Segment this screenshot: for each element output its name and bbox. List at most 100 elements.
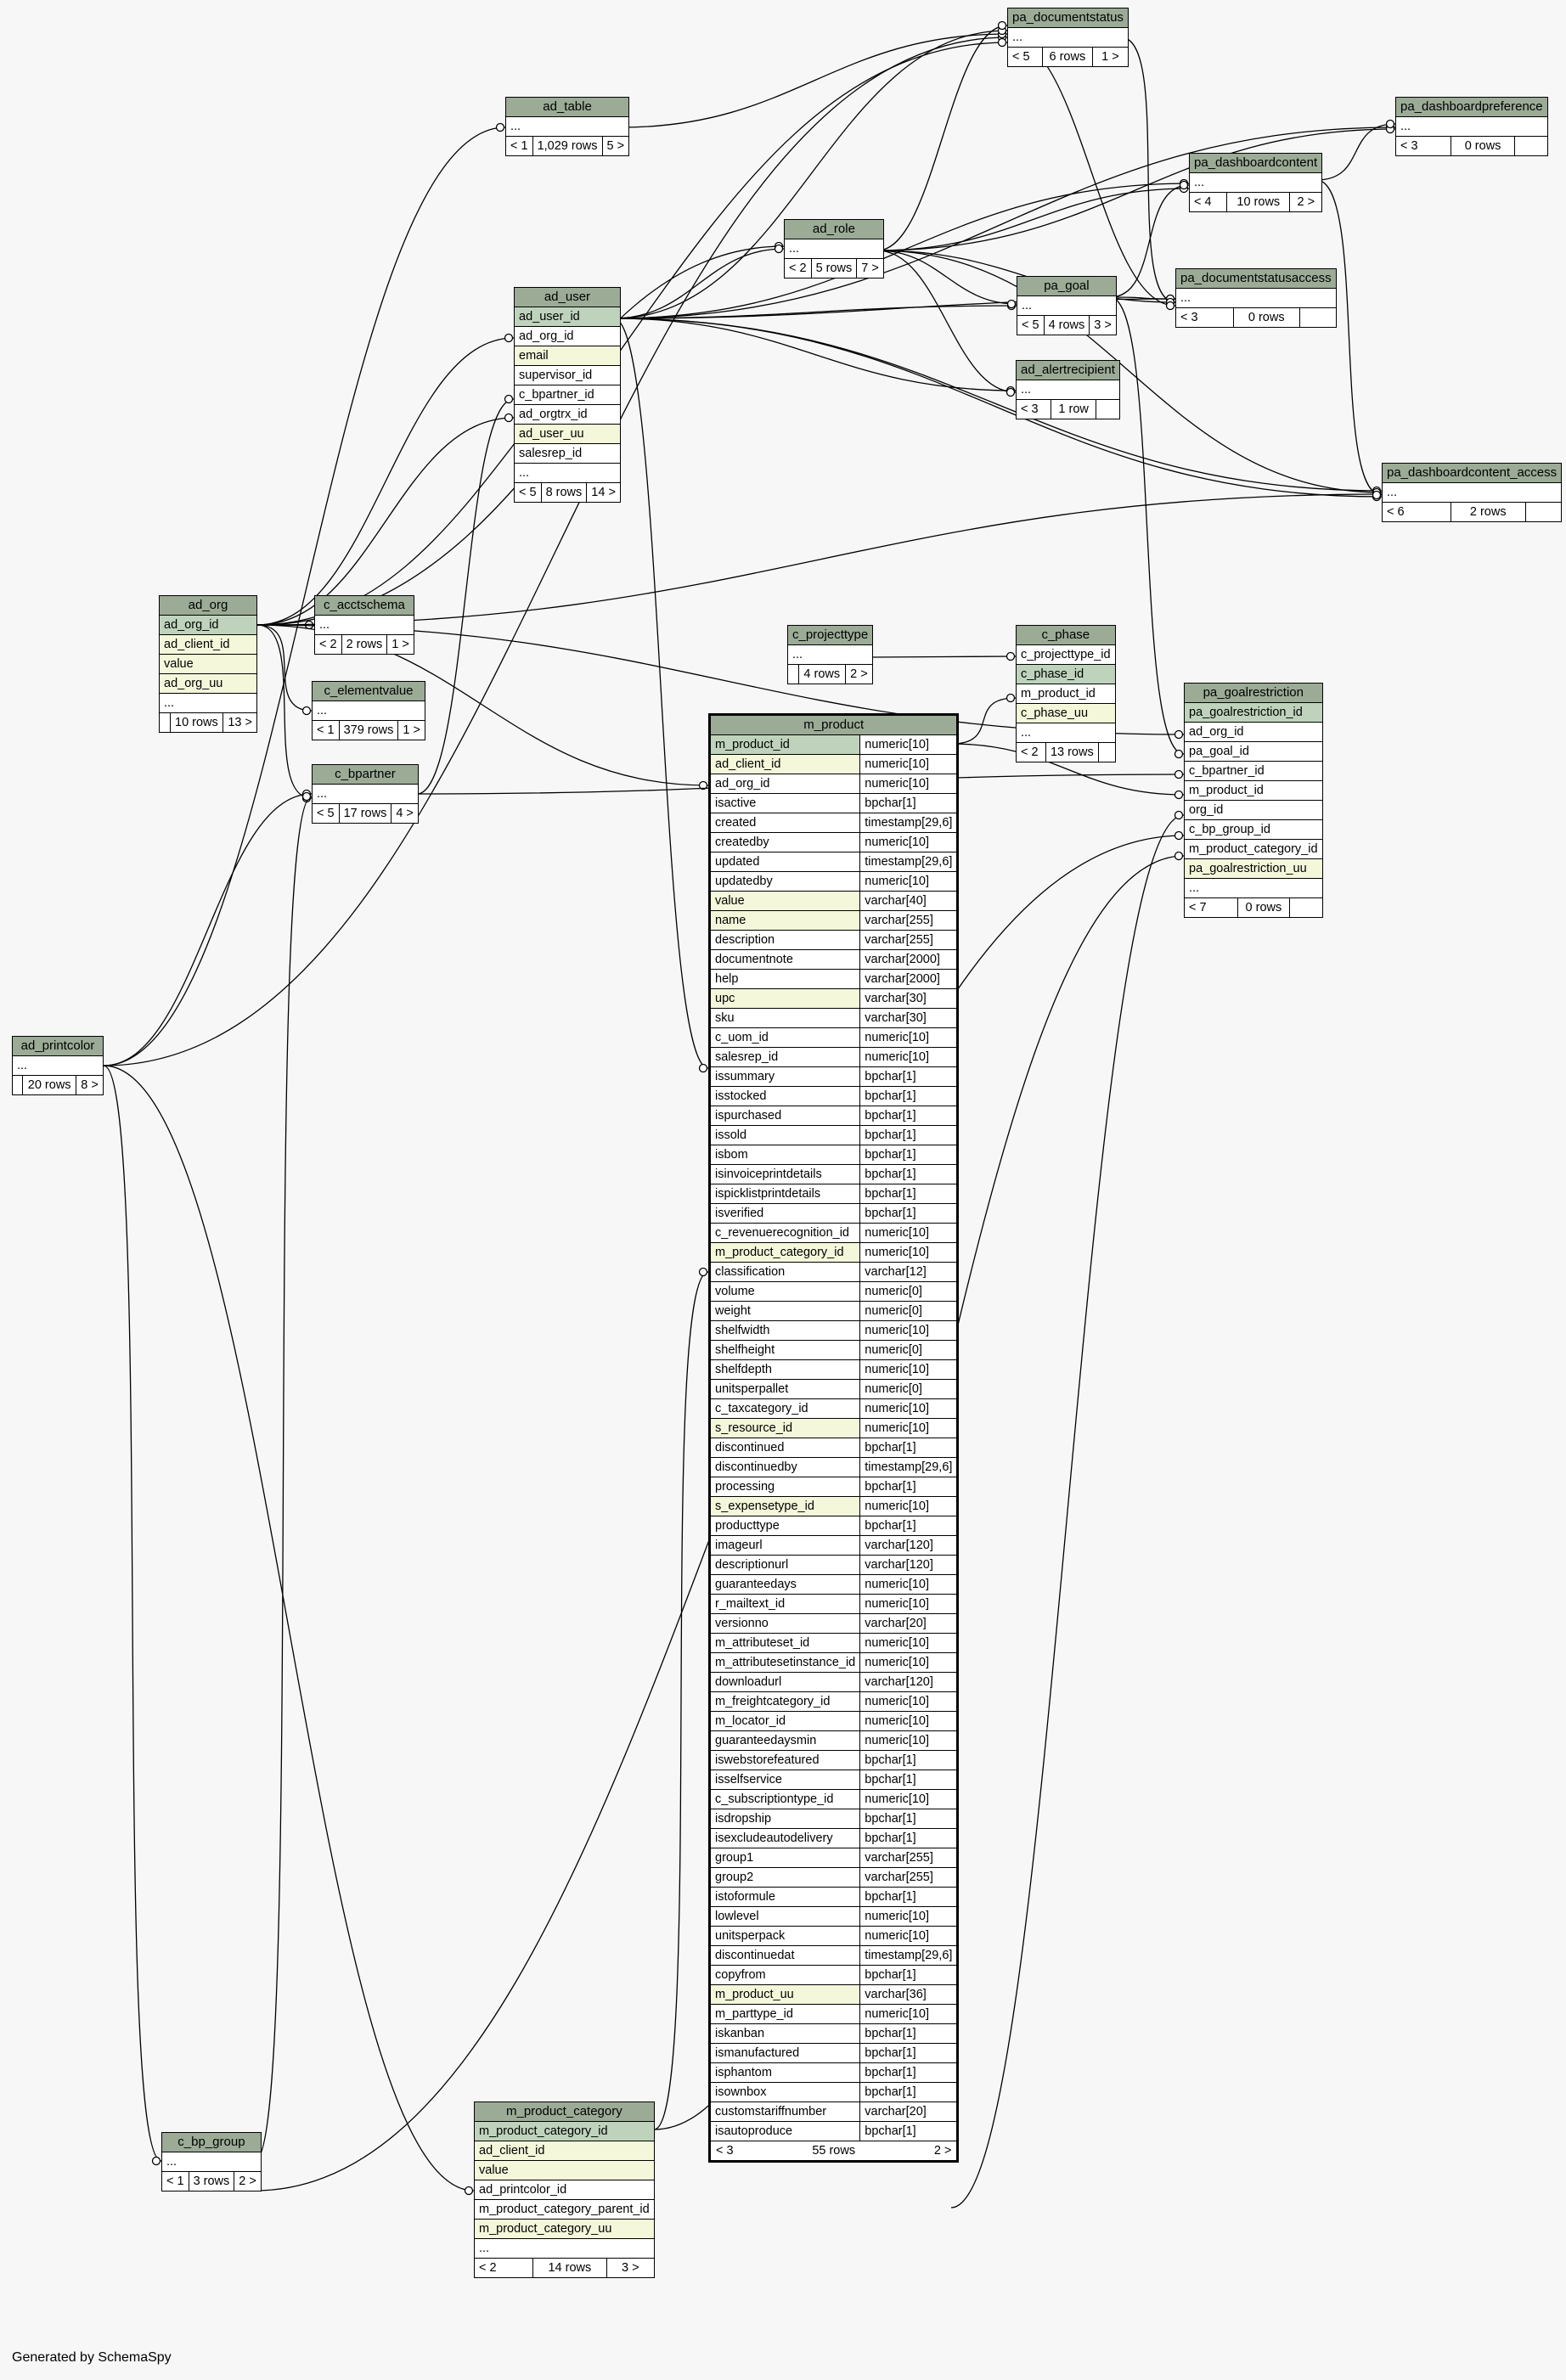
relationship-end [1174, 851, 1184, 861]
parents-count: < 1 [312, 720, 340, 740]
table-title[interactable]: m_product [708, 714, 959, 735]
column-name: isactive [708, 793, 861, 813]
table-title[interactable]: ad_org [159, 595, 257, 616]
table-title[interactable]: ad_table [504, 97, 630, 117]
column-name: m_parttype_id [708, 2004, 861, 2024]
column-name: istoformule [708, 1887, 861, 1907]
column-name: isphantom [708, 2062, 861, 2083]
relationship-line [1315, 123, 1396, 181]
column-type: bpchar[1] [859, 1106, 959, 1126]
children-count: 2 > [933, 2144, 952, 2158]
column-row: ... [161, 2152, 262, 2172]
row-count: 55 rows [812, 2144, 856, 2158]
relationship-line [256, 42, 1008, 626]
relationship-line [876, 250, 1017, 305]
table-title[interactable]: m_product_category [474, 2101, 655, 2122]
column-type: varchar[20] [859, 2101, 959, 2122]
parents-count: < 1 [161, 2171, 189, 2192]
relationship-line [256, 493, 1383, 626]
children-count [1289, 897, 1323, 918]
table-title[interactable]: pa_goal [1017, 276, 1117, 296]
table-title[interactable]: c_bpartner [312, 764, 419, 785]
column-row: m_product_category_id [474, 2121, 655, 2141]
table-title[interactable]: pa_dashboardpreference [1395, 97, 1548, 117]
relationship-line [613, 318, 709, 1069]
column-type: numeric[0] [859, 1379, 959, 1399]
table-title[interactable]: ad_alertrecipient [1016, 360, 1120, 380]
column-name: created [708, 813, 861, 833]
column-row: value [474, 2160, 655, 2180]
relationship-line [256, 417, 515, 626]
column-row: c_bpartner_id [514, 385, 621, 405]
column-name: isverified [708, 1203, 861, 1224]
children-count: 5 > [601, 136, 630, 156]
relationship-end [1006, 693, 1016, 703]
column-name: volume [708, 1281, 861, 1302]
table-title[interactable]: c_projecttype [786, 625, 874, 645]
column-row: ... [504, 116, 630, 137]
children-count: 1 > [1091, 47, 1129, 67]
column-name: m_attributesetinstance_id [708, 1652, 861, 1673]
relationship-end [997, 37, 1007, 48]
table-title[interactable]: pa_documentstatusaccess [1175, 268, 1337, 289]
table-title[interactable]: c_phase [1016, 625, 1116, 645]
column-name: customstariffnumber [708, 2101, 861, 2122]
relationship-end [151, 2156, 161, 2166]
column-row: ... [1188, 172, 1323, 193]
children-count: 13 > [223, 712, 257, 733]
column-row: c_bpartner_id [1184, 761, 1323, 781]
table-title[interactable]: ad_user [514, 287, 621, 307]
column-row: email [514, 346, 621, 366]
column-name: upc [708, 988, 861, 1009]
children-count: 2 > [1289, 192, 1323, 212]
table-title[interactable]: pa_dashboardcontent_access [1381, 463, 1563, 483]
column-type: bpchar[1] [859, 1809, 959, 1829]
generated-by-footer: Generated by SchemaSpy [12, 2350, 172, 2365]
table-title[interactable]: pa_goalrestriction [1184, 683, 1323, 703]
row-count: 2 rows [1450, 502, 1526, 522]
table-title[interactable]: pa_dashboardcontent [1188, 153, 1323, 173]
row-count: 5 rows [810, 258, 858, 279]
table-title[interactable]: c_bp_group [161, 2132, 262, 2152]
column-row: supervisor_id [514, 365, 621, 385]
column-name: iskanban [708, 2023, 861, 2044]
column-type: bpchar[1] [859, 2043, 959, 2063]
table-title[interactable]: ad_role [784, 219, 884, 239]
relationship-end [1179, 180, 1189, 190]
table-title[interactable]: ad_printcolor [12, 1036, 104, 1056]
column-type: timestamp[29,6] [859, 1945, 959, 1966]
column-row: m_product_category_parent_id [474, 2199, 655, 2220]
table-title[interactable]: c_acctschema [314, 595, 414, 616]
children-count: 3 > [606, 2258, 655, 2278]
column-type: varchar[255] [859, 930, 959, 950]
row-count: 17 rows [338, 803, 392, 824]
column-type: numeric[10] [859, 1418, 959, 1438]
table-title[interactable]: c_elementvalue [312, 681, 425, 701]
relationship-line [256, 337, 515, 626]
column-row: ... [784, 239, 884, 259]
table-title[interactable]: pa_documentstatus [1007, 8, 1129, 28]
column-name: ismanufactured [708, 2043, 861, 2063]
column-row: ad_org_id [1184, 722, 1323, 742]
